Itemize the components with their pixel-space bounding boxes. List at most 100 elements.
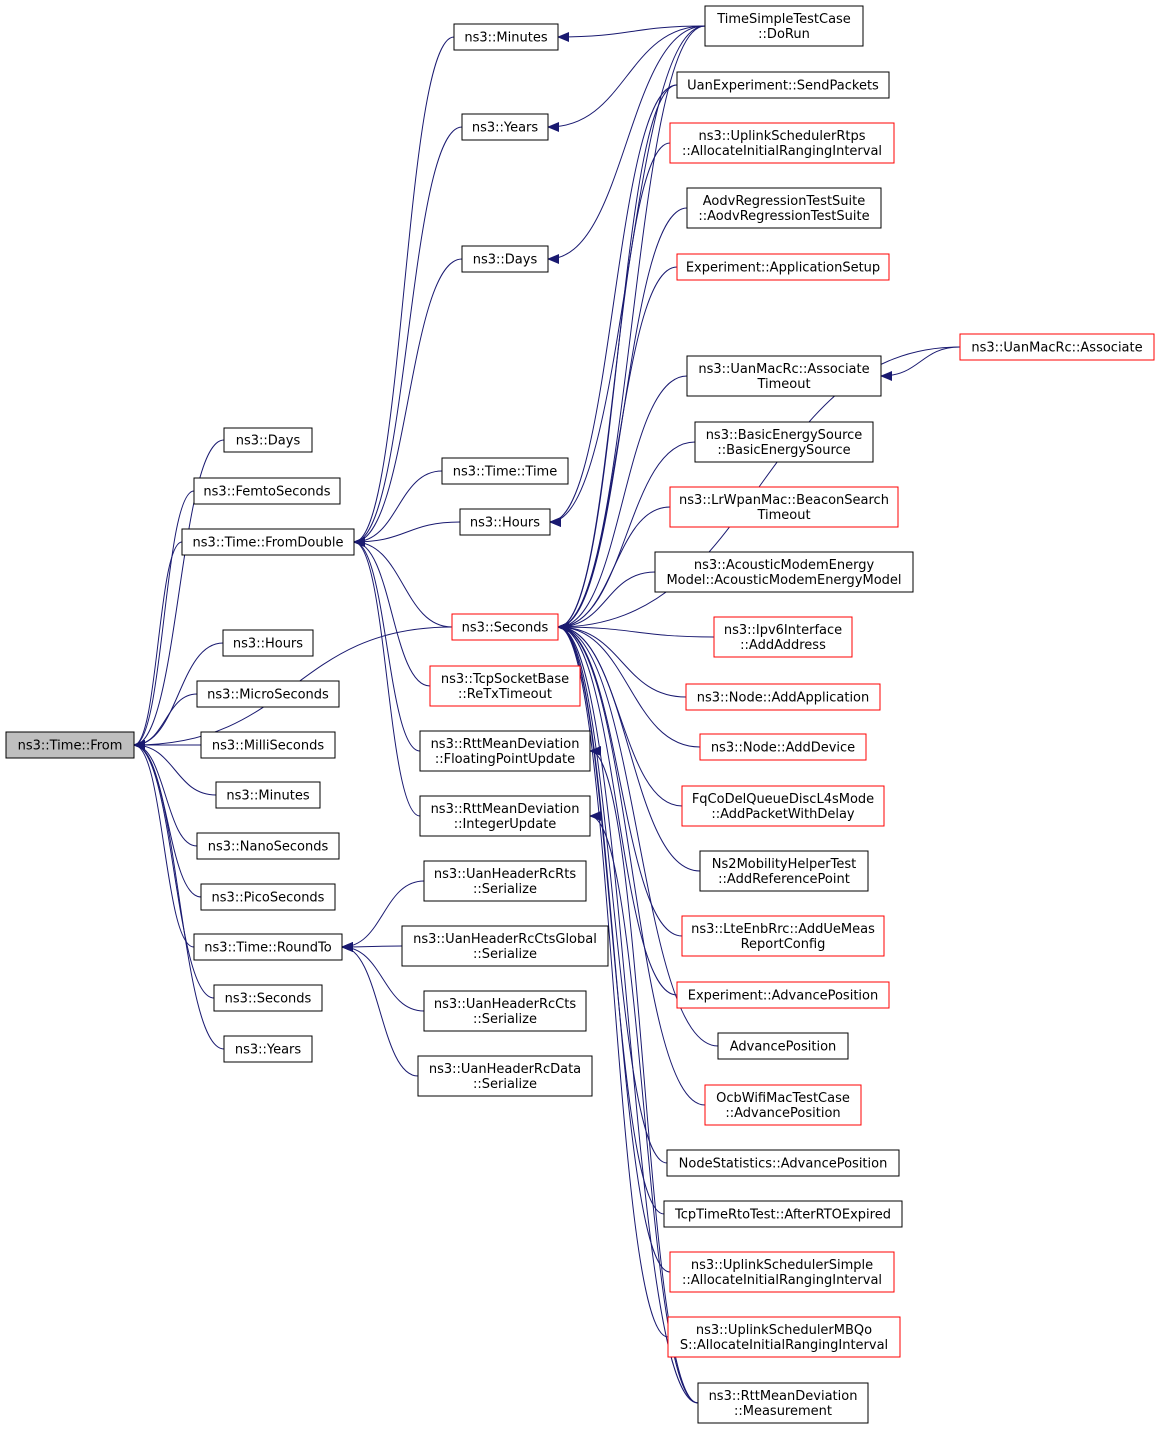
node-r_uanexp[interactable]: UanExperiment::SendPackets [676, 71, 890, 99]
node-micro[interactable]: ns3::MicroSeconds [196, 680, 340, 708]
node-box [461, 113, 549, 141]
node-r_nodedev[interactable]: ns3::Node::AddDevice [699, 733, 867, 761]
node-hours_l[interactable]: ns3::Hours [222, 629, 314, 657]
node-box [213, 984, 323, 1012]
node-tcpretx[interactable]: ns3::TcpSocketBase::ReTxTimeout [429, 665, 581, 707]
node-r_timesimple[interactable]: TimeSimpleTestCase::DoRun [704, 5, 864, 47]
edge-r_expapp-to-seconds_m [557, 266, 678, 632]
node-box [669, 122, 895, 164]
node-box [663, 1200, 903, 1228]
node-r_nodeapp[interactable]: ns3::Node::AddApplication [685, 683, 881, 711]
node-r_uanassoc[interactable]: ns3::UanMacRc::Associate [959, 333, 1155, 361]
node-label: ns3::Days [473, 253, 538, 268]
node-hours_m[interactable]: ns3::Hours [459, 508, 551, 536]
node-seconds_l[interactable]: ns3::Seconds [213, 984, 323, 1012]
node-rttint[interactable]: ns3::RttMeanDeviation::IntegerUpdate [419, 795, 591, 837]
node-r_ocb[interactable]: OcbWifiMacTestCase::AdvancePosition [704, 1084, 862, 1126]
node-uancts[interactable]: ns3::UanHeaderRcCts::Serialize [423, 990, 587, 1032]
node-label: ns3::UanHeaderRcData [429, 1062, 581, 1077]
node-timetime[interactable]: ns3::Time::Time [441, 457, 569, 485]
node-box [200, 883, 336, 911]
edge-minutes_l-to-from [133, 740, 217, 796]
node-label: ns3::TcpSocketBase [441, 672, 569, 687]
node-label: ns3::Minutes [226, 789, 309, 804]
node-label: ::FloatingPointUpdate [435, 752, 575, 767]
node-days_m[interactable]: ns3::Days [461, 245, 549, 273]
node-box [704, 1084, 862, 1126]
node-uanrts[interactable]: ns3::UanHeaderRcRts::Serialize [423, 860, 587, 902]
node-r_uplinksimple[interactable]: ns3::UplinkSchedulerSimple::AllocateInit… [669, 1251, 895, 1293]
node-days_l[interactable]: ns3::Days [223, 427, 313, 453]
node-box [654, 551, 914, 593]
node-label: UanExperiment::SendPackets [687, 79, 879, 94]
edge-r_rttmeas-to-seconds_m [557, 622, 699, 1404]
edge-uandata-to-roundto [341, 942, 419, 1077]
node-r_tcprto[interactable]: TcpTimeRtoTest::AfterRTOExpired [663, 1200, 903, 1228]
node-r_basicenergy[interactable]: ns3::BasicEnergySource::BasicEnergySourc… [694, 421, 874, 463]
node-minutes_l[interactable]: ns3::Minutes [215, 781, 321, 809]
node-r_acoustic[interactable]: ns3::AcousticModemEnergyModel::AcousticM… [654, 551, 914, 593]
edge-r_timesimple-to-minutes_m [557, 25, 706, 42]
edge-days_m-to-fromdouble [353, 258, 463, 547]
edge-r_expadv-to-seconds_m [557, 622, 678, 996]
edge-r_uanmacassoc-to-seconds_m [557, 375, 688, 632]
node-r_expapp[interactable]: Experiment::ApplicationSetup [676, 253, 890, 281]
node-from[interactable]: ns3::Time::From [5, 731, 135, 759]
node-r_ipv6[interactable]: ns3::Ipv6Interface::AddAddress [713, 616, 853, 658]
node-label: Timeout [756, 508, 810, 523]
node-box [441, 457, 569, 485]
node-nano[interactable]: ns3::NanoSeconds [196, 832, 340, 860]
node-r_uplinkmbqos[interactable]: ns3::UplinkSchedulerMBQoS::AllocateIniti… [667, 1316, 901, 1358]
edge-years_m-to-fromdouble [353, 126, 463, 547]
node-label: ns3::RttMeanDeviation [431, 802, 580, 817]
node-box [667, 1316, 901, 1358]
node-roundto[interactable]: ns3::Time::RoundTo [193, 933, 343, 961]
node-seconds_m[interactable]: ns3::Seconds [451, 613, 559, 641]
node-box [713, 616, 853, 658]
node-femto[interactable]: ns3::FemtoSeconds [193, 477, 341, 505]
node-r_uplinkrtps[interactable]: ns3::UplinkSchedulerRtps::AllocateInitia… [669, 122, 895, 164]
node-box [193, 477, 341, 505]
node-box [423, 990, 587, 1032]
node-fromdouble[interactable]: ns3::Time::FromDouble [181, 528, 355, 556]
node-label: ::Serialize [473, 947, 537, 962]
node-box [459, 508, 551, 536]
node-label: ::AodvRegressionTestSuite [698, 209, 869, 224]
node-label: ns3::UplinkSchedulerMBQo [696, 1323, 872, 1338]
node-years_l[interactable]: ns3::Years [223, 1035, 313, 1063]
node-r_rttmeas[interactable]: ns3::RttMeanDeviation::Measurement [697, 1382, 869, 1424]
node-label: ns3::UanMacRc::Associate [971, 341, 1142, 356]
edge-r_ipv6-to-seconds_m [557, 622, 715, 638]
node-label: ns3::Time::FromDouble [193, 536, 344, 551]
node-box [685, 683, 881, 711]
node-box [697, 1382, 869, 1424]
node-label: Model::AcousticModemEnergyModel [666, 573, 901, 588]
node-r_fqcodel[interactable]: FqCoDelQueueDiscL4sMode::AddPacketWithDe… [681, 785, 885, 827]
edge-r_advpos-to-seconds_m [557, 622, 719, 1047]
node-rttfloat[interactable]: ns3::RttMeanDeviation::FloatingPointUpda… [419, 730, 591, 772]
node-r_expadv[interactable]: Experiment::AdvancePosition [676, 981, 890, 1009]
node-box [461, 245, 549, 273]
node-r_nodestats[interactable]: NodeStatistics::AdvancePosition [666, 1149, 900, 1177]
node-r_aodv[interactable]: AodvRegressionTestSuite::AodvRegressionT… [686, 187, 882, 229]
node-label: ns3::FemtoSeconds [203, 485, 330, 500]
node-box [417, 1055, 593, 1097]
node-r_ns2mob[interactable]: Ns2MobilityHelperTest::AddReferencePoint [699, 850, 869, 892]
node-uanctsg[interactable]: ns3::UanHeaderRcCtsGlobal::Serialize [401, 925, 609, 967]
edge-femto-to-from [133, 490, 195, 750]
node-milli[interactable]: ns3::MilliSeconds [200, 731, 336, 759]
node-r_advpos[interactable]: AdvancePosition [717, 1032, 849, 1060]
node-pico[interactable]: ns3::PicoSeconds [200, 883, 336, 911]
edge-r_ocb-to-seconds_m [557, 622, 706, 1106]
node-uandata[interactable]: ns3::UanHeaderRcData::Serialize [417, 1055, 593, 1097]
edge-rttint-to-fromdouble [353, 537, 421, 817]
node-minutes_m[interactable]: ns3::Minutes [453, 23, 559, 51]
edge-r_nodestats-to-seconds_m [557, 622, 668, 1164]
node-years_m[interactable]: ns3::Years [461, 113, 549, 141]
node-box [5, 731, 135, 759]
node-box [959, 333, 1155, 361]
